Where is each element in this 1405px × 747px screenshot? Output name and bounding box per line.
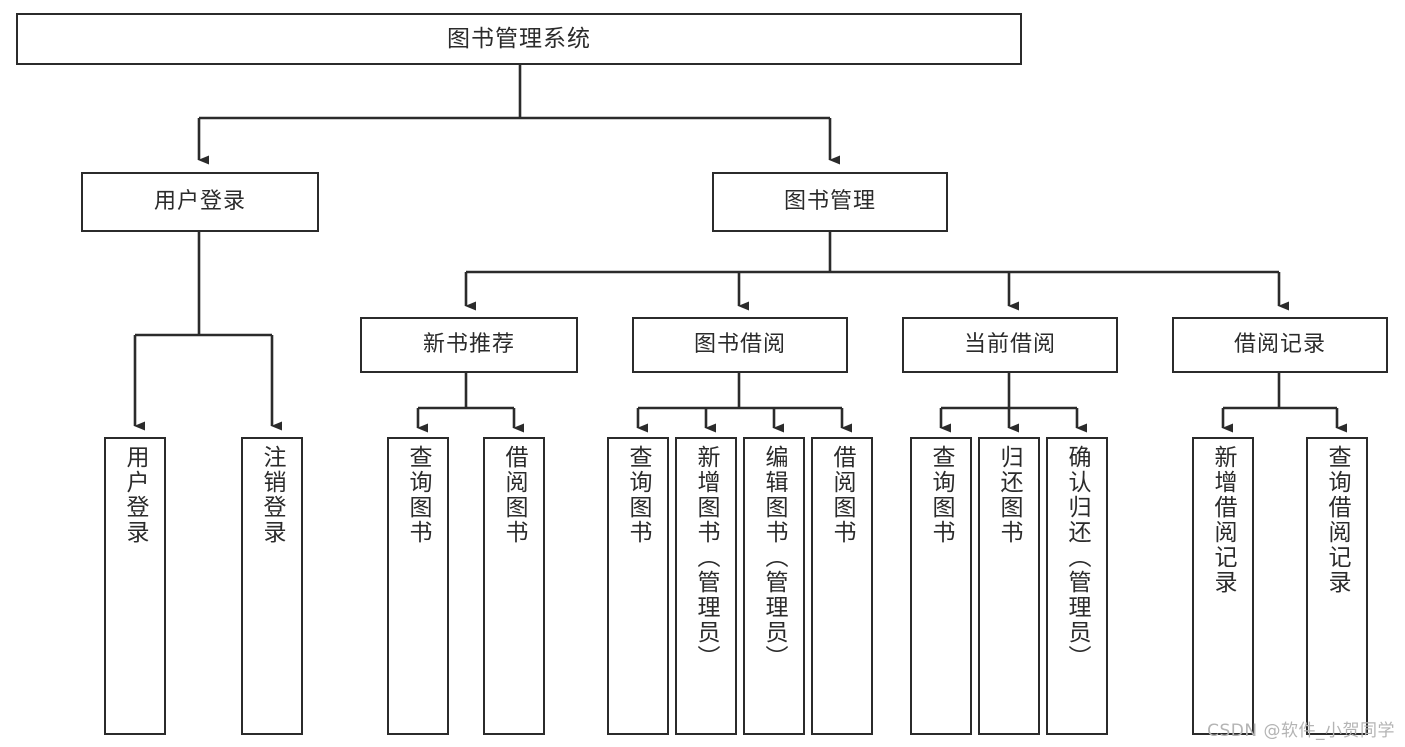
node-label: 借阅记录 — [1233, 332, 1326, 358]
leaf-logout[interactable]: 注销登录 — [241, 437, 303, 735]
node-label: 查询图书 — [405, 445, 432, 545]
node-book-management[interactable]: 图书管理 — [712, 172, 948, 232]
node-label: 图书借阅 — [693, 332, 786, 358]
leaf-user-login[interactable]: 用户登录 — [104, 437, 166, 735]
node-label: 图书管理系统 — [447, 25, 591, 52]
leaf-record-add-borrow-record[interactable]: 新增借阅记录 — [1192, 437, 1254, 735]
node-label: 编辑图书（管理员） — [761, 445, 788, 670]
node-label: 用户登录 — [153, 189, 246, 215]
leaf-recommend-borrow-book[interactable]: 借阅图书 — [483, 437, 545, 735]
node-label: 查询图书 — [625, 445, 652, 545]
node-user-login[interactable]: 用户登录 — [81, 172, 319, 232]
leaf-borrow-borrow-book[interactable]: 借阅图书 — [811, 437, 873, 735]
leaf-borrow-edit-book-admin[interactable]: 编辑图书（管理员） — [743, 437, 805, 735]
node-label: 确认归还（管理员） — [1064, 445, 1091, 670]
node-label: 新增借阅记录 — [1210, 445, 1237, 595]
node-label: 借阅图书 — [501, 445, 528, 545]
node-label: 归还图书 — [996, 445, 1023, 545]
node-label: 当前借阅 — [963, 332, 1056, 358]
node-new-book-recommendation[interactable]: 新书推荐 — [360, 317, 578, 373]
node-label: 借阅图书 — [829, 445, 856, 545]
node-label: 新增图书（管理员） — [693, 445, 720, 670]
node-label: 图书管理 — [783, 189, 876, 215]
leaf-current-return-book[interactable]: 归还图书 — [978, 437, 1040, 735]
node-root-book-management-system[interactable]: 图书管理系统 — [16, 13, 1022, 65]
node-label: 用户登录 — [122, 445, 149, 545]
node-label: 新书推荐 — [422, 332, 515, 358]
node-label: 查询图书 — [928, 445, 955, 545]
node-label: 注销登录 — [259, 445, 286, 545]
leaf-record-query-borrow-record[interactable]: 查询借阅记录 — [1306, 437, 1368, 735]
leaf-borrow-query-book[interactable]: 查询图书 — [607, 437, 669, 735]
node-label: 查询借阅记录 — [1324, 445, 1351, 595]
leaf-borrow-add-book-admin[interactable]: 新增图书（管理员） — [675, 437, 737, 735]
leaf-current-confirm-return-admin[interactable]: 确认归还（管理员） — [1046, 437, 1108, 735]
node-book-borrowing[interactable]: 图书借阅 — [632, 317, 848, 373]
node-current-borrowing[interactable]: 当前借阅 — [902, 317, 1118, 373]
leaf-recommend-query-book[interactable]: 查询图书 — [387, 437, 449, 735]
leaf-current-query-book[interactable]: 查询图书 — [910, 437, 972, 735]
node-borrowing-record[interactable]: 借阅记录 — [1172, 317, 1388, 373]
csdn-watermark: CSDN @软件_小贺同学 — [1207, 721, 1395, 741]
